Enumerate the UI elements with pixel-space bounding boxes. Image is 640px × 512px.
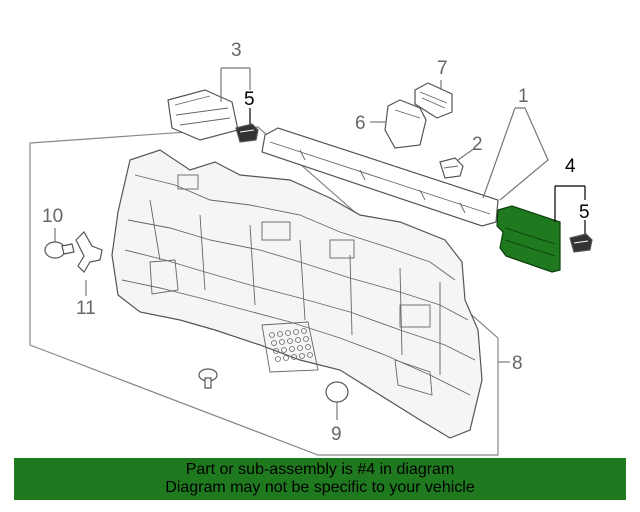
clip-part-5-right[interactable] xyxy=(569,233,593,253)
parts-diagram: 3 5 7 6 1 2 4 5 10 11 8 9 xyxy=(29,40,593,456)
bracket-part-7[interactable] xyxy=(414,82,453,119)
sill-plate-part-1[interactable] xyxy=(261,127,499,227)
callout-9: 9 xyxy=(331,424,342,445)
banner-line-1: Part or sub-assembly is #4 in diagram xyxy=(185,461,455,478)
callout-3: 3 xyxy=(231,40,242,61)
callout-7: 7 xyxy=(437,58,448,79)
panel-group-outline xyxy=(29,126,499,456)
callout-1: 1 xyxy=(518,86,529,107)
info-banner: Part or sub-assembly is #4 in diagram Di… xyxy=(14,458,626,500)
callout-4: 4 xyxy=(565,156,576,177)
callout-6: 6 xyxy=(355,113,366,134)
leader-lines xyxy=(54,67,586,420)
callout-5-right: 5 xyxy=(579,202,590,223)
rear-panel-part-8[interactable] xyxy=(111,149,483,439)
cap-part-6[interactable] xyxy=(384,99,427,149)
callout-10: 10 xyxy=(42,206,63,227)
highlighted-bracket-part-4[interactable] xyxy=(496,205,561,273)
banner-line-2: Diagram may not be specific to your vehi… xyxy=(165,479,475,496)
callout-11: 11 xyxy=(76,298,96,319)
plug-part-9[interactable] xyxy=(325,381,349,403)
callout-5-left: 5 xyxy=(244,89,255,110)
clip-part-2[interactable] xyxy=(439,157,464,179)
panel-grille xyxy=(261,321,319,373)
callout-2: 2 xyxy=(472,134,483,155)
push-pin-part-10[interactable] xyxy=(44,241,75,259)
clip-part-5-left[interactable] xyxy=(235,123,259,143)
panel-screw xyxy=(198,368,218,389)
callout-8: 8 xyxy=(512,353,523,374)
retainer-part-11[interactable] xyxy=(75,231,103,273)
